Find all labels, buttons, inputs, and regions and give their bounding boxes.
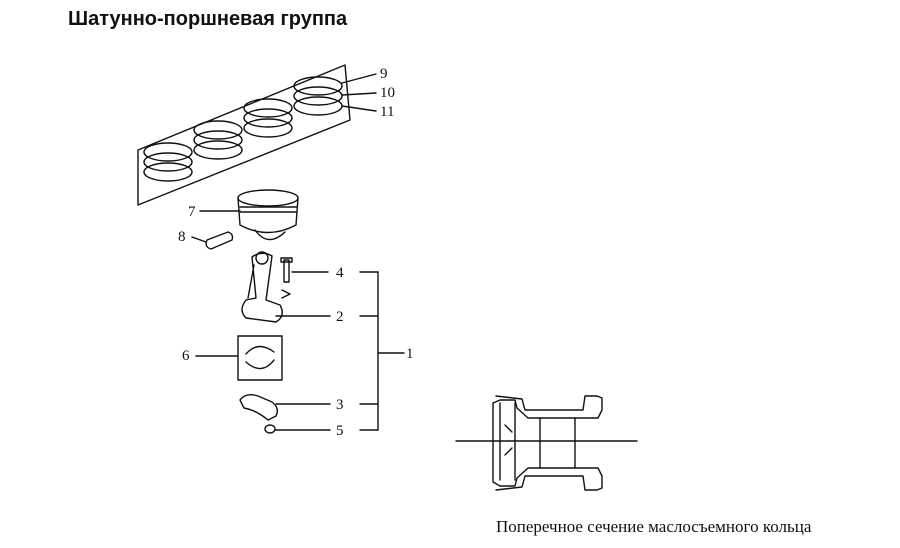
callout-labels: 9 10 11 7 8 4 2 1 6 3 5: [178, 66, 414, 439]
callout-8: 8: [178, 229, 186, 245]
bearing-shells: [195, 335, 283, 381]
piston-ring-set-1: [143, 142, 193, 182]
callout-1: 1: [406, 346, 414, 362]
piston-ring-set-2: [193, 120, 243, 160]
rod-cap: [239, 393, 331, 421]
piston-pin: [191, 231, 234, 250]
callout-6: 6: [182, 348, 190, 364]
rod-bolt: [280, 257, 329, 299]
callout-2: 2: [336, 309, 344, 325]
oil-ring-cross-section: [455, 395, 638, 491]
callout-11: 11: [380, 104, 394, 120]
assembly-bracket: [359, 271, 405, 431]
piston-ring-set-4: [293, 76, 343, 116]
connecting-rod: [241, 251, 283, 323]
section-caption: Поперечное сечение маслосъемного кольца: [496, 517, 812, 536]
callout-10: 10: [380, 85, 395, 101]
callout-3: 3: [336, 397, 344, 413]
callout-4: 4: [336, 265, 344, 281]
callout-7: 7: [188, 204, 196, 220]
callout-9: 9: [380, 66, 388, 82]
ring-set-panel: [137, 64, 377, 206]
page-title: Шатунно-поршневая группа: [68, 8, 348, 30]
rod-nut: [264, 424, 331, 434]
piston: [199, 189, 299, 241]
piston-ring-set-3: [243, 98, 293, 138]
callout-5: 5: [336, 423, 344, 439]
